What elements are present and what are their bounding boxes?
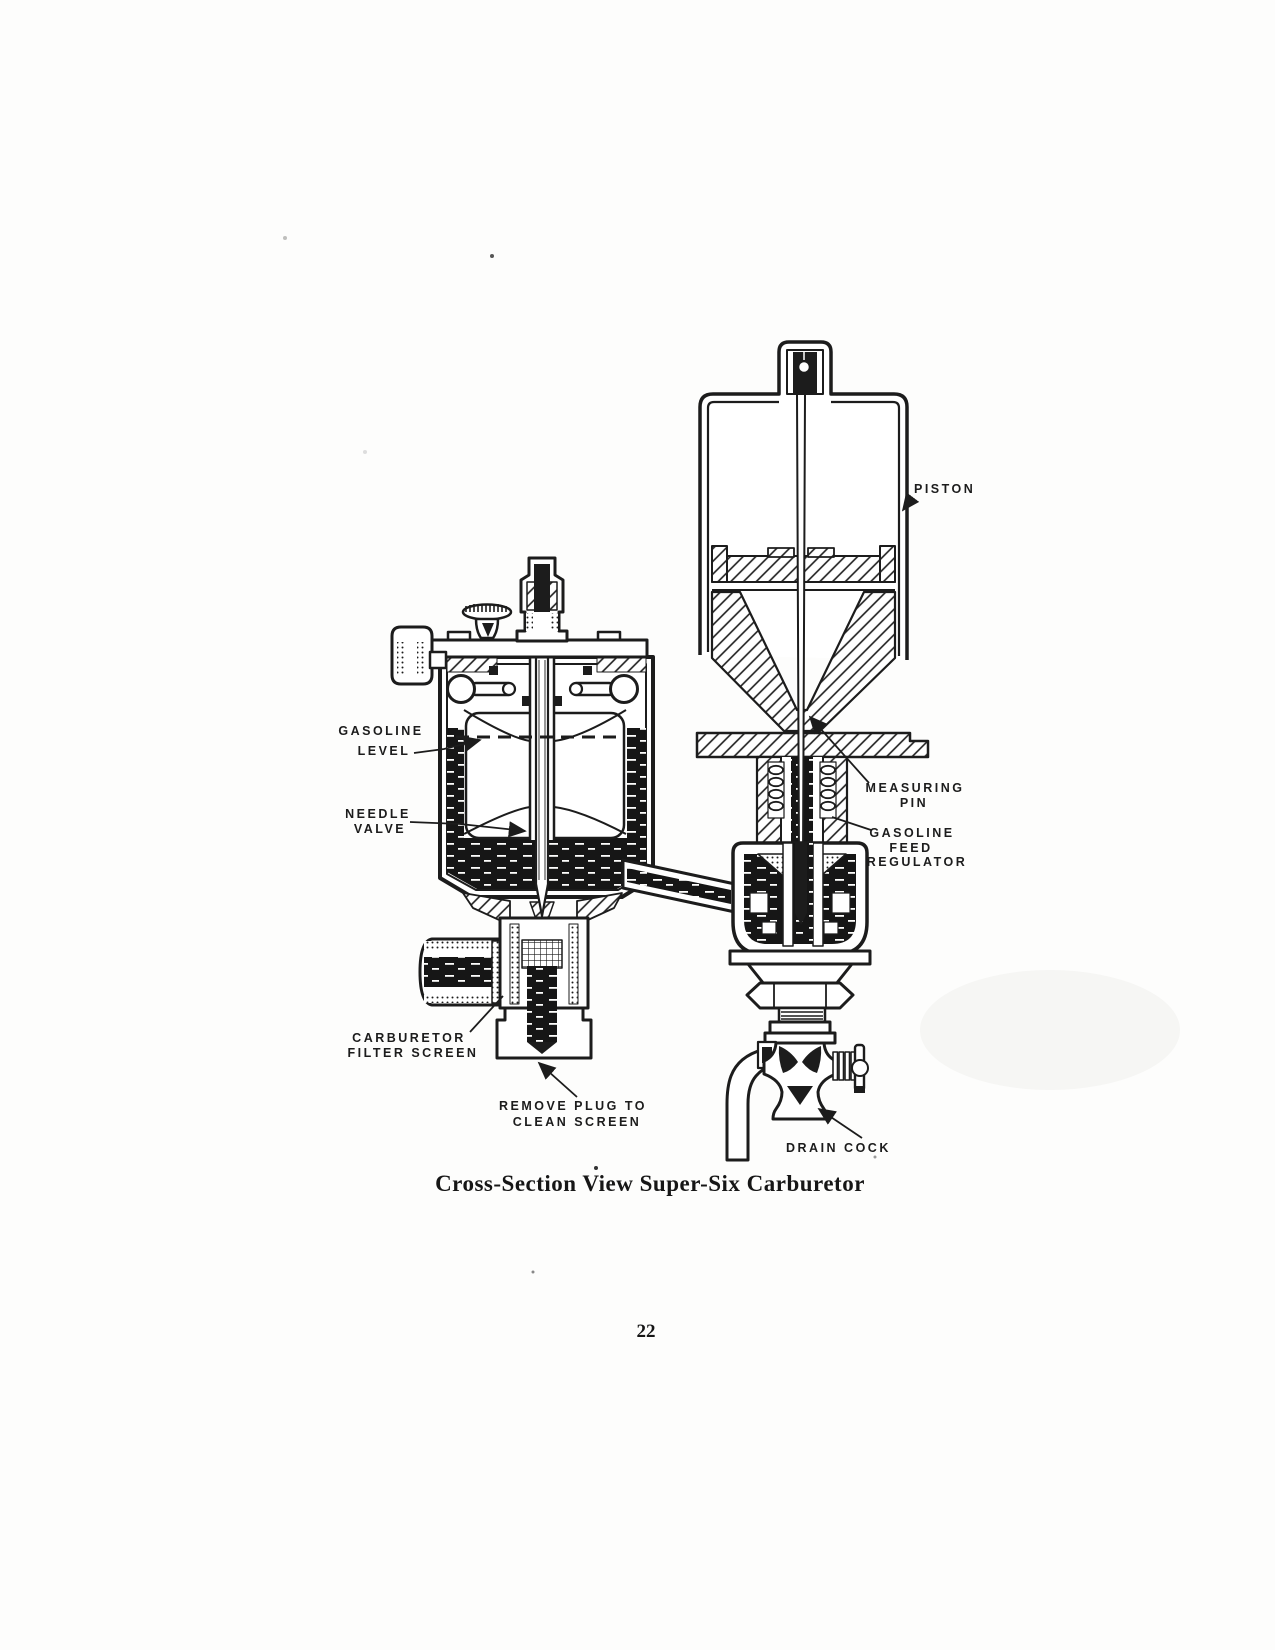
scan-speck xyxy=(531,1270,535,1274)
filter-mesh xyxy=(521,939,563,969)
vent-link xyxy=(428,650,448,670)
gasoline-annulus-left xyxy=(447,728,464,840)
fuel-passage-core xyxy=(627,868,731,904)
chamber-dome-curve xyxy=(463,709,531,742)
vent-knurl xyxy=(397,642,405,676)
figure-caption: Cross-Section View Super-Six Carburetor xyxy=(435,1171,865,1196)
leader-remove-plug xyxy=(537,1061,578,1098)
leader-piston xyxy=(901,492,920,512)
drain-valve-body xyxy=(762,1041,838,1121)
filter-screen-left xyxy=(509,923,520,1005)
inlet-thread xyxy=(424,995,498,1003)
label-measuring-pin: MEASURING PIN xyxy=(866,781,971,810)
scan-speck xyxy=(873,1155,877,1159)
regulator-block xyxy=(831,892,851,914)
pin-tube-lower xyxy=(782,842,794,947)
crown-land xyxy=(767,547,795,558)
piston-regulator-assembly xyxy=(695,340,930,1162)
leader-gasoline-feed-regulator xyxy=(831,816,872,831)
lid-hatch xyxy=(596,657,647,673)
scan-speck xyxy=(363,450,367,454)
cylinder-inner-wall xyxy=(706,400,901,656)
scan-speck xyxy=(594,1166,598,1170)
float-left xyxy=(446,674,476,704)
crown-end-left xyxy=(711,545,728,583)
guide-fitting xyxy=(522,696,530,706)
leader-gasoline-level xyxy=(413,736,482,754)
knob-knurling xyxy=(465,604,507,612)
bowl-top-plate xyxy=(423,638,649,659)
knob-pointer xyxy=(482,623,494,637)
inlet-thread xyxy=(424,941,498,949)
plug-stem-tip xyxy=(527,1042,557,1054)
float-right xyxy=(609,674,639,704)
hex-nut xyxy=(745,981,855,1010)
leader-drain-cock xyxy=(817,1107,863,1139)
lid-detail xyxy=(583,666,592,675)
regulator-neck xyxy=(746,962,854,986)
page-number: 22 xyxy=(637,1321,656,1342)
regulator-spring-right xyxy=(819,761,837,819)
leader-measuring-pin xyxy=(808,715,870,784)
pin-tube-lower xyxy=(812,842,824,947)
valve-plug-bottom xyxy=(787,1086,813,1105)
scan-speck xyxy=(490,254,494,258)
label-piston: PISTON xyxy=(914,482,975,496)
cylinder-outline xyxy=(698,340,909,660)
filter-screen-right xyxy=(568,923,579,1005)
float-pivot-right xyxy=(568,681,584,697)
label-drain-cock: DRAIN COCK xyxy=(786,1141,891,1155)
cap-thread xyxy=(526,613,533,631)
drain-valve-stem xyxy=(832,1043,869,1093)
label-needle-valve: NEEDLE VALVE xyxy=(345,807,417,836)
inlet-fuel xyxy=(424,957,498,987)
chamber-bottom-curve xyxy=(553,806,627,835)
filter-screen-assembly xyxy=(418,916,593,1060)
label-remove-plug: REMOVE PLUG TO CLEAN SCREEN xyxy=(499,1099,653,1129)
valve-plug-right xyxy=(802,1046,822,1073)
vent-knurl xyxy=(417,642,425,676)
crown-end-right xyxy=(879,545,896,583)
cap-thread xyxy=(551,613,558,631)
valve-plug-left xyxy=(778,1046,798,1073)
piston-cone xyxy=(710,590,897,733)
regulator-spring-left xyxy=(767,761,785,819)
drain-cock xyxy=(725,1020,869,1162)
label-carburetor-filter-screen: CARBURETOR FILTER SCREEN xyxy=(348,1031,479,1060)
needle-stem-top xyxy=(534,564,550,612)
mounting-flange xyxy=(695,731,930,759)
leader-needle-valve xyxy=(409,821,527,838)
measuring-pin-rod xyxy=(796,393,806,863)
chamber-bottom-curve xyxy=(463,806,531,835)
regulator-block xyxy=(749,892,769,914)
scan-speck xyxy=(283,236,287,240)
measuring-pin-lower xyxy=(795,843,807,913)
lid-detail xyxy=(489,666,498,675)
pin-eye xyxy=(797,360,811,374)
chamber-dome-curve xyxy=(553,709,627,742)
spout-collar-core xyxy=(762,1047,772,1063)
plug-stem xyxy=(527,966,557,1042)
crown-land xyxy=(807,547,835,558)
guide-fitting xyxy=(554,696,562,706)
leader-carburetor-filter-screen xyxy=(469,995,504,1033)
regulator-block xyxy=(761,921,777,935)
drain-collar-upper xyxy=(768,1020,832,1035)
gasoline-annulus-right xyxy=(627,728,646,840)
regulator-collar xyxy=(728,949,872,966)
float-bowl-assembly xyxy=(390,556,737,1060)
regulator-block xyxy=(823,921,839,935)
label-gasoline-level: GASOLINE LEVEL xyxy=(338,724,429,758)
scan-smudge xyxy=(920,970,1180,1090)
label-gasoline-feed-regulator: GASOLINE FEED REGULATOR xyxy=(867,826,968,869)
threaded-nipple xyxy=(777,1006,827,1024)
measuring-pin-tip xyxy=(795,913,807,925)
float-pivot-left xyxy=(501,681,517,697)
leader-lines xyxy=(409,492,920,1139)
